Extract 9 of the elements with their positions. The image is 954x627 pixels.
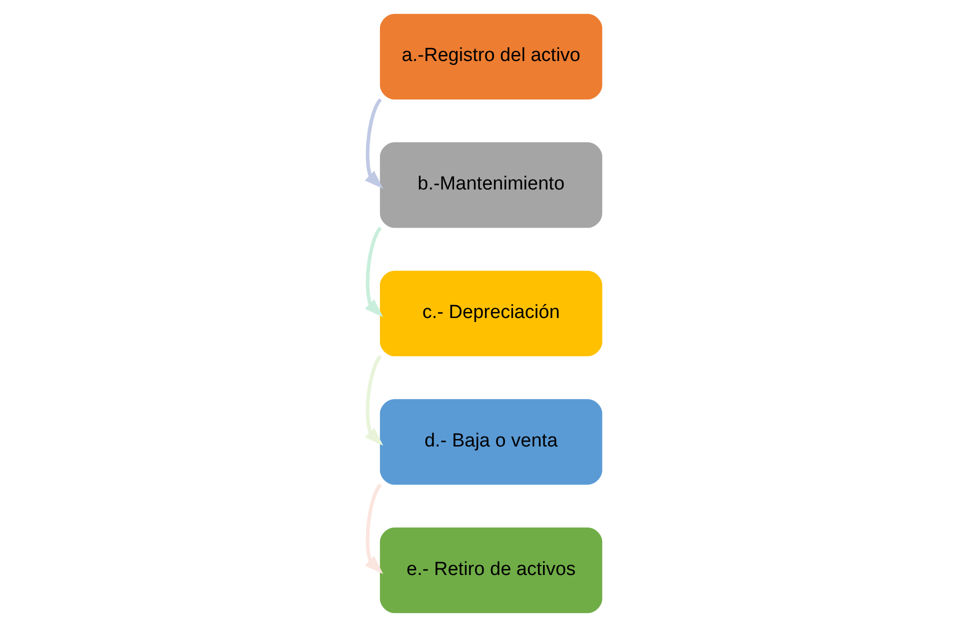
node-box: e.- Retiro de activos	[379, 528, 602, 614]
node-box: c.- Depreciación	[379, 270, 602, 356]
node-box: a.-Registro del activo	[379, 14, 602, 100]
node-box: d.- Baja o venta	[379, 399, 602, 485]
arrow	[364, 226, 383, 318]
node-box: b.-Mantenimiento	[379, 142, 602, 228]
arrow	[364, 355, 383, 446]
arrow	[364, 484, 383, 574]
arrow	[364, 98, 383, 189]
